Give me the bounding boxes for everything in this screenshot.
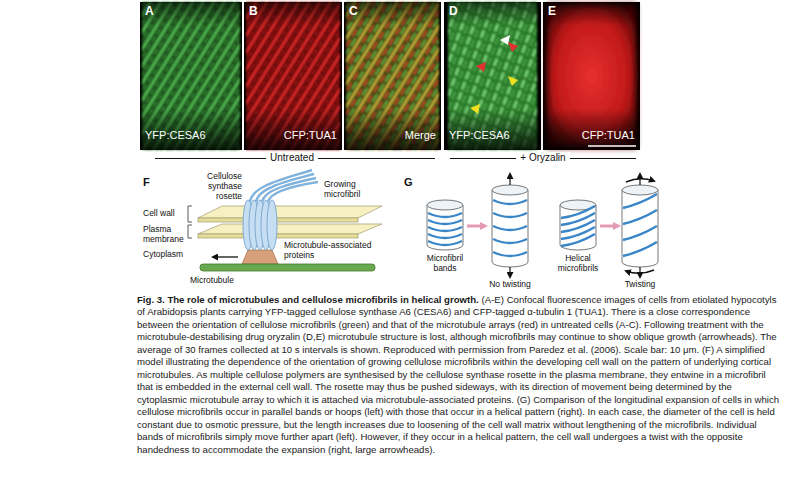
part-label: Twisting (625, 280, 656, 290)
cellulose-synthesis-model (198, 224, 382, 234)
micrograph-panels (140, 2, 242, 150)
cylinder-expansion-model (493, 200, 527, 204)
micrograph-panels (444, 2, 541, 150)
cylinder-expansion-model (492, 190, 528, 267)
channel-label: CFP:TUA1 (249, 129, 337, 142)
micrograph-panels (244, 2, 342, 150)
panel-letter: B (249, 5, 258, 19)
micrograph-panels (508, 76, 518, 86)
cylinder-expansion-model (561, 234, 595, 246)
channel-label: YFP:CESA6 (449, 129, 536, 142)
cellulose-synthesis-model (198, 234, 358, 238)
cylinder-expansion-model (639, 267, 640, 277)
cellulose-synthesis-model (268, 182, 318, 202)
channel-label: CFP:TUA1 (548, 129, 635, 142)
image-panel: D YFP:CESA6 (444, 2, 541, 150)
cylinder-expansion-model (509, 174, 510, 185)
caption-text: (A-E) Confocal fluorescence images of ce… (137, 294, 779, 455)
image-panel: A YFP:CESA6 (140, 2, 242, 150)
panel-letter: D (449, 5, 458, 19)
micrograph-panels (140, 2, 640, 150)
cylinder-expansion-model (493, 239, 527, 243)
figure-title: Fig. 3. The role of microtubules and cel… (137, 294, 479, 305)
group-label: + Oryzalin (516, 152, 569, 164)
image-panel: B CFP:TUA1 (244, 2, 342, 150)
micrograph-panels (140, 2, 242, 150)
micrograph-panels (344, 2, 441, 150)
figure-caption: Fig. 3. The role of microtubules and cel… (137, 294, 783, 456)
part-label: Growing microfibril (324, 180, 384, 200)
micrograph-panels (543, 2, 640, 150)
part-label: Microfibril bands (415, 254, 475, 274)
micrograph-panels (500, 35, 510, 45)
cylinder-expansion-model (626, 179, 654, 182)
part-label: Cytoplasm (143, 250, 183, 260)
channel-label: YFP:CESA6 (145, 129, 237, 142)
part-label: Cellulose synthase rosette (190, 172, 242, 201)
cellulose-synthesis-model (267, 200, 277, 250)
micrograph-panels (588, 145, 636, 147)
micrograph-panels (543, 2, 640, 150)
cellulose-synthesis-model (250, 170, 318, 202)
micrograph-panels (508, 42, 518, 52)
cellulose-synthesis-model (198, 218, 358, 222)
cellulose-synthesis-model (213, 256, 238, 257)
cylinder-expansion-model (623, 242, 657, 256)
cylinder-expansion-model (622, 185, 658, 195)
cylinder-expansion-model (623, 210, 657, 224)
cylinder-expansion-model (493, 252, 527, 256)
cylinder-expansion-model (467, 225, 485, 228)
cylinder-expansion-model (428, 234, 462, 238)
cellulose-synthesis-model (198, 206, 382, 218)
cylinder-expansion-model (600, 225, 618, 228)
cylinder-expansion-model (560, 205, 596, 250)
cylinder-expansion-model (428, 220, 462, 224)
cylinder-expansion-model (428, 213, 462, 245)
panel-letter: E (548, 5, 556, 19)
channel-label: Merge (349, 129, 436, 142)
cylinder-expansion-model (623, 194, 657, 208)
cellulose-synthesis-model (188, 225, 192, 238)
panel-letter: C (349, 5, 358, 19)
cylinder-expansion-model (428, 213, 462, 217)
cellulose-synthesis-model (242, 250, 278, 264)
part-label: Microtubule (190, 276, 234, 286)
cylinder-expansion-model (622, 190, 658, 267)
cylinder-expansion-model (428, 227, 462, 231)
micrograph-panels (476, 62, 486, 72)
panel-letter: A (145, 5, 154, 19)
micrograph-panels (244, 2, 342, 150)
cylinder-expansion-model (493, 200, 527, 256)
panel-letter: F (143, 176, 150, 189)
part-label: No twisting (489, 280, 531, 290)
part-label: Helical microfibrils (546, 254, 610, 274)
image-panel: E CFP:TUA1 (543, 2, 640, 150)
cylinder-expansion-model (509, 267, 510, 277)
cylinder-expansion-model (623, 194, 657, 256)
micrograph-panels (444, 2, 541, 150)
part-label: Microtubule-associated proteins (284, 241, 380, 261)
cylinder-expansion-model (492, 185, 528, 195)
micrograph-panels (344, 2, 441, 150)
cylinder-expansion-model (493, 226, 527, 230)
cellulose-synthesis-model (188, 206, 192, 222)
part-label: Plasma membrane (143, 225, 187, 245)
image-panel: C Merge (344, 2, 441, 150)
cylinder-expansion-model (639, 174, 640, 185)
cylinder-expansion-model (626, 270, 654, 273)
cellulose-synthesis-model (200, 264, 375, 271)
cylinder-expansion-model (493, 213, 527, 217)
group-label: Untreated (266, 152, 318, 164)
panel-letter: G (404, 176, 413, 189)
part-label: Cell wall (143, 209, 175, 219)
cylinder-expansion-model (427, 205, 463, 250)
cylinder-expansion-model (428, 241, 462, 245)
cylinder-expansion-model (623, 226, 657, 240)
cylinder-expansion-model (427, 200, 463, 210)
cylinder-expansion-model (561, 206, 595, 246)
micrograph-panels (470, 104, 480, 114)
